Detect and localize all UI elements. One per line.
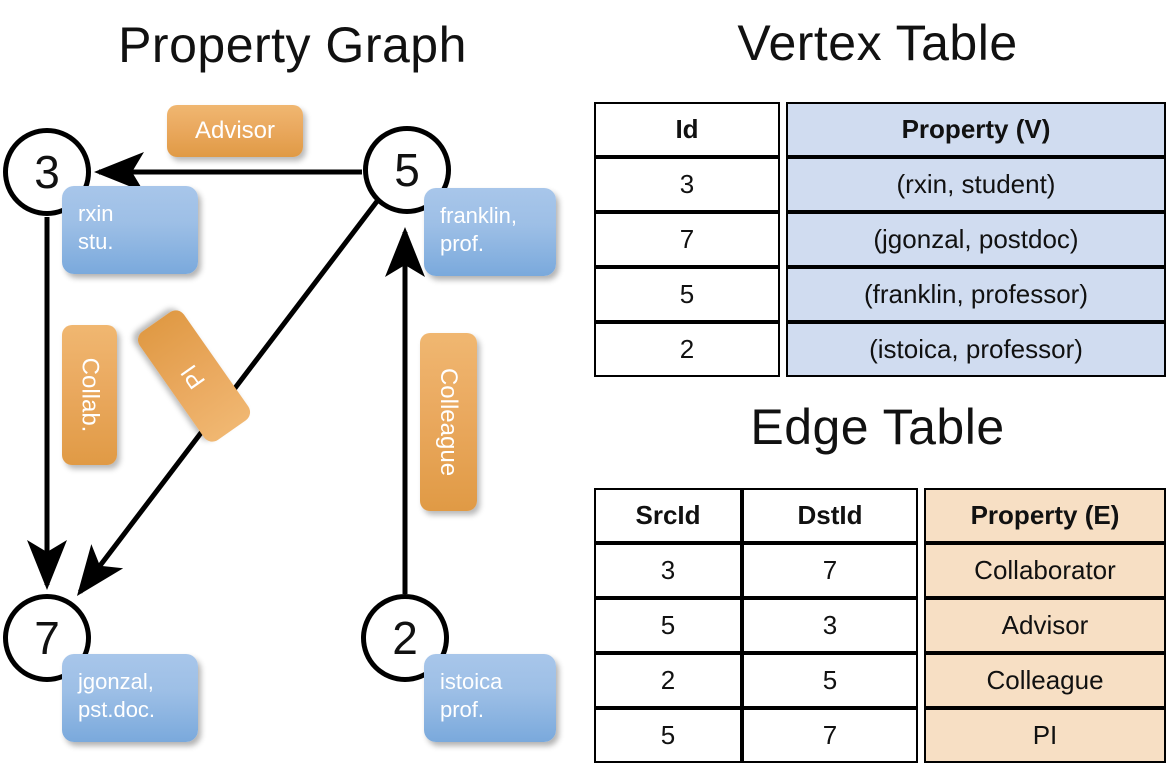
vertex-table: Id Property (V) 3 (rxin, student) 7 (jgo… [594,102,1166,377]
edge-label-advisor: Advisor [167,105,303,157]
node-property-box-3: rxin stu. [62,186,198,274]
node-property-role-5: prof. [440,230,485,256]
edge-cell-dst: 7 [742,708,918,763]
edge-table-header-row: SrcId DstId Property (E) [594,488,1166,543]
node-property-role-2: prof. [440,696,485,722]
table-row: 7 (jgonzal, postdoc) [594,212,1166,267]
node-property-name-2: istoica [440,669,503,694]
table-row: 5 (franklin, professor) [594,267,1166,322]
edge-cell-property: PI [924,708,1166,763]
vertex-table-header-id: Id [594,102,780,157]
page-title-property-graph: Property Graph [118,17,467,73]
table-row: 2 5 Colleague [594,653,1166,708]
edge-cell-src: 2 [594,653,742,708]
edge-table: SrcId DstId Property (E) 3 7 Collaborato… [594,488,1166,763]
edge-table-header-property: Property (E) [924,488,1166,543]
edge-label-collab-text: Collab. [76,357,104,433]
edge-cell-property: Collaborator [924,543,1166,598]
vertex-cell-id: 2 [594,322,780,377]
node-property-role-7: pst.doc. [78,696,156,722]
vertex-cell-id: 7 [594,212,780,267]
node-property-box-2: istoica prof. [424,654,556,742]
node-property-name-7: jgonzal, [78,669,154,694]
table-row: 3 (rxin, student) [594,157,1166,212]
edge-label-colleague: Colleague [420,333,477,511]
vertex-table-header-property: Property (V) [786,102,1166,157]
edge-label-colleague-text: Colleague [435,367,463,477]
vertex-cell-id: 3 [594,157,780,212]
vertex-cell-property: (rxin, student) [786,157,1166,212]
vertex-table-header-row: Id Property (V) [594,102,1166,157]
property-graph-diagram: 3 5 7 2 rxin stu. franklin, prof. jgonza… [0,0,585,760]
edge-cell-property: Advisor [924,598,1166,653]
node-property-box-7: jgonzal, pst.doc. [62,654,198,742]
page-title-vertex-table: Vertex Table [737,15,1018,71]
edge-cell-src: 5 [594,598,742,653]
edge-cell-src: 3 [594,543,742,598]
node-property-name-5: franklin, [440,203,518,228]
graph-node-2[interactable]: 2 [361,594,449,682]
table-row: 3 7 Collaborator [594,543,1166,598]
edge-cell-src: 5 [594,708,742,763]
table-row: 5 3 Advisor [594,598,1166,653]
table-row: 5 7 PI [594,708,1166,763]
table-row: 2 (istoica, professor) [594,322,1166,377]
edge-cell-dst: 7 [742,543,918,598]
page-title-edge-table: Edge Table [750,399,1005,455]
graph-node-5[interactable]: 5 [363,126,451,214]
edge-label-collab: Collab. [62,325,117,465]
edge-table-header-dstid: DstId [742,488,918,543]
edge-label-pi-text: PI [176,359,212,394]
vertex-cell-id: 5 [594,267,780,322]
vertex-cell-property: (istoica, professor) [786,322,1166,377]
node-property-name-3: rxin [78,201,114,226]
vertex-cell-property: (jgonzal, postdoc) [786,212,1166,267]
node-property-role-3: stu. [78,228,114,254]
edge-cell-dst: 3 [742,598,918,653]
edge-cell-dst: 5 [742,653,918,708]
edge-table-header-srcid: SrcId [594,488,742,543]
node-property-box-5: franklin, prof. [424,188,556,276]
edge-cell-property: Colleague [924,653,1166,708]
vertex-cell-property: (franklin, professor) [786,267,1166,322]
